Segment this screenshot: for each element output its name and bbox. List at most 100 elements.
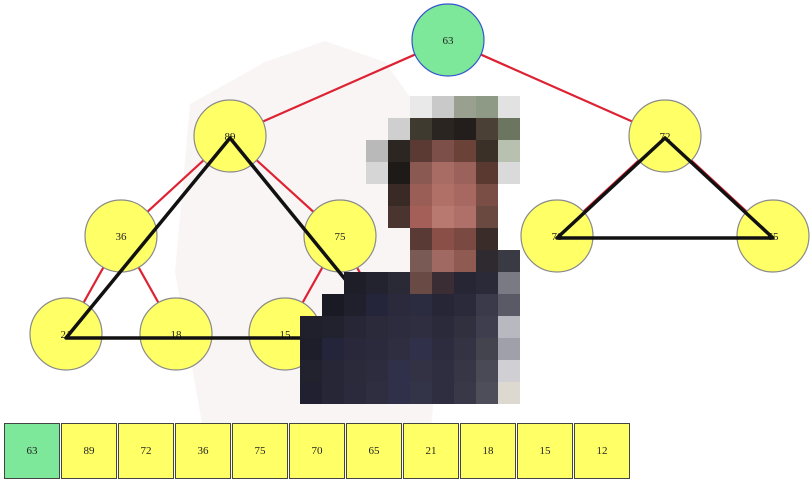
presenter-pixel (410, 140, 432, 162)
presenter-pixel (410, 382, 432, 404)
presenter-pixel (454, 338, 476, 360)
presenter-pixel (432, 140, 454, 162)
presenter-pixel (498, 250, 520, 272)
presenter-pixel (476, 118, 498, 140)
array-cell: 70 (289, 423, 345, 479)
presenter-pixel (432, 316, 454, 338)
presenter-pixel (344, 294, 366, 316)
array-cell: 12 (574, 423, 630, 479)
tree-node: 89 (193, 99, 267, 173)
presenter-pixel (322, 316, 344, 338)
tree-node-label: 63 (443, 35, 455, 47)
presenter-pixel (454, 294, 476, 316)
presenter-pixel (366, 294, 388, 316)
presenter-pixel (366, 316, 388, 338)
presenter-pixel (476, 316, 498, 338)
presenter-pixel (476, 338, 498, 360)
presenter-pixel (388, 206, 410, 228)
tree-node: 18 (139, 297, 213, 371)
presenter-pixel (498, 272, 520, 294)
presenter-pixel (388, 184, 410, 206)
presenter-pixel (388, 140, 410, 162)
presenter-pixel (410, 250, 432, 272)
presenter-pixel (454, 272, 476, 294)
presenter-pixel (432, 382, 454, 404)
presenter-pixel (432, 162, 454, 184)
presenter-pixel (388, 316, 410, 338)
presenter-pixel (344, 272, 366, 294)
presenter-pixel (498, 294, 520, 316)
presenter-pixel (432, 184, 454, 206)
presenter-pixel (432, 272, 454, 294)
tree-node-circle (193, 99, 267, 173)
presenter-pixel (498, 118, 520, 140)
tree-node: 36 (84, 199, 158, 273)
presenter-pixel (454, 118, 476, 140)
presenter-pixel (410, 338, 432, 360)
presenter-pixel (432, 338, 454, 360)
tree-node-label: 15 (280, 329, 292, 341)
presenter-pixel (454, 316, 476, 338)
tree-node-label: 75 (335, 231, 347, 243)
presenter-pixel (498, 162, 520, 184)
presenter-pixel (388, 272, 410, 294)
presenter-pixel (388, 360, 410, 382)
array-cell: 21 (403, 423, 459, 479)
presenter-pixel (410, 96, 432, 118)
presenter-pixel (366, 360, 388, 382)
presenter-pixel (454, 382, 476, 404)
presenter-pixel (476, 184, 498, 206)
presenter-pixel (498, 360, 520, 382)
presenter-pixel (476, 250, 498, 272)
presenter-pixel (476, 96, 498, 118)
presenter-pixel (410, 184, 432, 206)
presenter-pixel (366, 338, 388, 360)
presenter-pixel (300, 382, 322, 404)
array-cell: 75 (232, 423, 288, 479)
presenter-pixel (300, 360, 322, 382)
presenter-pixel (366, 382, 388, 404)
presenter-pixel (344, 360, 366, 382)
presenter-pixel (476, 206, 498, 228)
presenter-pixel (454, 228, 476, 250)
tree-node-circle (139, 297, 213, 371)
presenter-pixel (410, 206, 432, 228)
tree-node-label: 36 (116, 231, 128, 243)
presenter-pixel (498, 382, 520, 404)
presenter-pixel (322, 338, 344, 360)
presenter-pixel (432, 250, 454, 272)
array-cell: 89 (61, 423, 117, 479)
array-cell: 65 (346, 423, 402, 479)
presenter-pixel (454, 140, 476, 162)
presenter-pixel (322, 382, 344, 404)
array-cell-root: 63 (4, 423, 60, 479)
presenter-pixel (410, 294, 432, 316)
presenter-pixel (300, 338, 322, 360)
presenter-pixel (498, 316, 520, 338)
presenter-pixel (388, 294, 410, 316)
subtree-triangle-annotation (555, 136, 775, 240)
array-cell: 18 (460, 423, 516, 479)
presenter-pixel (388, 118, 410, 140)
presenter-pixel (300, 316, 322, 338)
array-cell: 72 (118, 423, 174, 479)
presenter-pixel (454, 162, 476, 184)
presenter-pixel (388, 338, 410, 360)
presenter-pixel (366, 140, 388, 162)
presenter-pixel (476, 360, 498, 382)
presenter-pixel (476, 162, 498, 184)
presenter-pixel (344, 338, 366, 360)
presenter-pixel (454, 96, 476, 118)
presenter-pixel (432, 206, 454, 228)
presenter-pixel (432, 118, 454, 140)
presenter-pixel (476, 140, 498, 162)
tree-node-label: 18 (171, 329, 183, 341)
tree-edge-n0-n2 (447, 38, 666, 138)
presenter-pixel (498, 338, 520, 360)
presenter-pixel (476, 272, 498, 294)
presenter-pixel (344, 382, 366, 404)
presenter-pixel (366, 162, 388, 184)
presenter-pixel (322, 294, 344, 316)
presenter-pixel (322, 360, 344, 382)
